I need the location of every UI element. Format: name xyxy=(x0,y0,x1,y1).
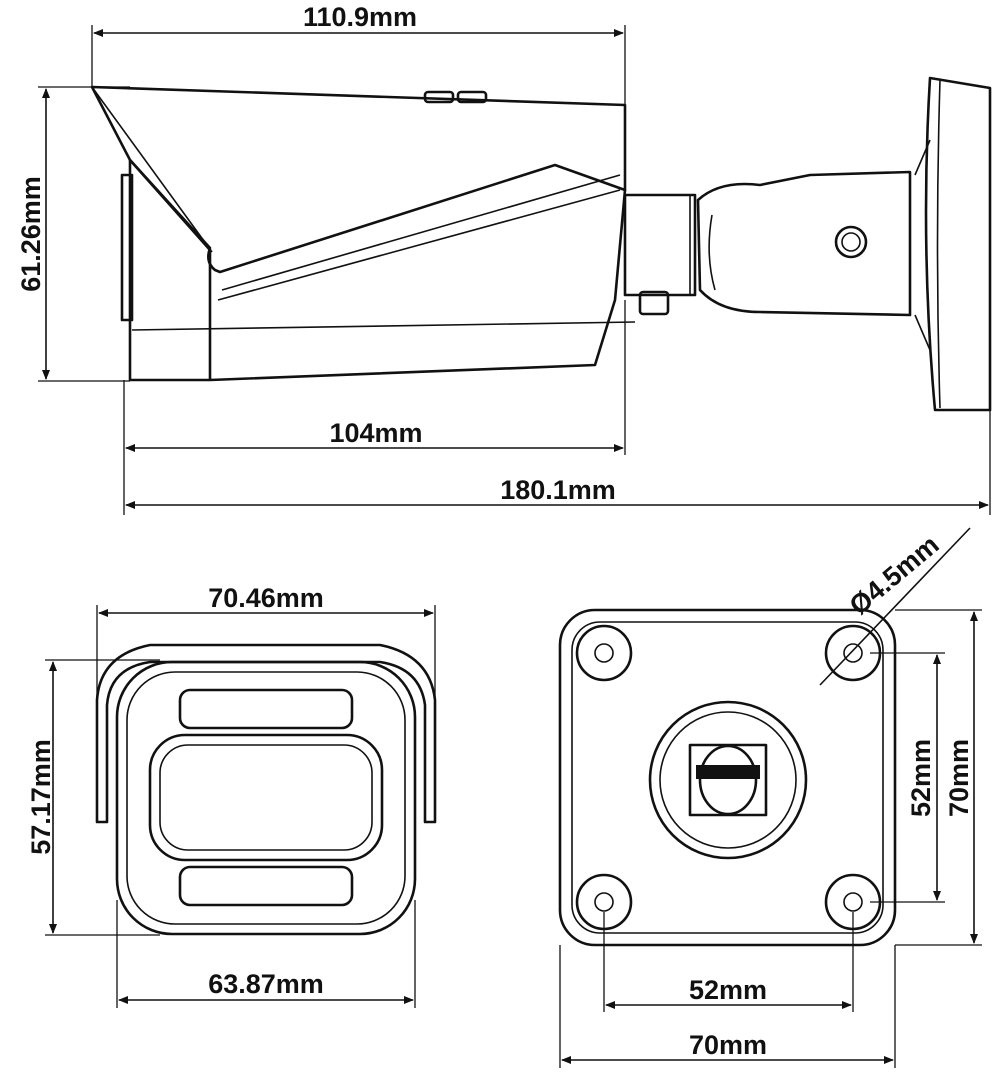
ball-joint xyxy=(696,170,912,317)
lens-window xyxy=(148,733,384,862)
front-lip xyxy=(120,173,134,322)
ir-window-top xyxy=(178,688,354,730)
dim-label-hole-spacing-horizontal: 52mm xyxy=(689,975,767,1005)
dim-label-height: 61.26mm xyxy=(16,176,46,292)
dim-label-front-width-top: 70.46mm xyxy=(208,583,324,613)
side-view: 110.9mm 61.26mm 104mm 180.1mm xyxy=(16,2,992,515)
housing-crease-1 xyxy=(217,189,621,301)
dim-label-hole-spacing-vertical: 52mm xyxy=(906,739,936,817)
dim-label-total-length: 180.1mm xyxy=(500,475,616,505)
dim-label-body-length: 104mm xyxy=(329,418,422,448)
top-bump-right xyxy=(456,90,488,104)
front-housing xyxy=(115,660,417,936)
wall-plate-edge xyxy=(936,79,941,409)
center-joint-bar xyxy=(696,765,760,779)
center-joint-knob xyxy=(698,744,758,816)
wall-plate xyxy=(924,76,992,412)
joint-curve xyxy=(708,214,716,291)
neck xyxy=(623,193,697,297)
dim-label-front-height: 57.17mm xyxy=(26,739,56,855)
housing-seam xyxy=(131,321,636,331)
screw-inner xyxy=(841,232,861,252)
dim-label-front-width-bottom: 63.87mm xyxy=(208,969,324,999)
housing-crease-2 xyxy=(221,174,621,291)
center-joint-ring xyxy=(659,711,797,849)
front-housing-inner xyxy=(126,671,406,925)
dim-label-base-width: 70mm xyxy=(689,1030,767,1060)
ir-window-bottom xyxy=(178,865,354,907)
neck-clip xyxy=(638,290,670,316)
dim-label-base-height: 70mm xyxy=(944,739,974,817)
front-sun-shield xyxy=(95,643,437,824)
top-bump-left xyxy=(423,90,455,104)
lens-window-inner xyxy=(159,744,373,851)
center-joint-bracket xyxy=(688,743,768,817)
camera-housing xyxy=(128,158,627,382)
center-joint-outer xyxy=(648,700,808,860)
mount-view: Ø4.5mm 52mm 70mm 52mm 70mm xyxy=(558,527,982,1068)
mount-base-plate-inner xyxy=(571,621,884,934)
dim-label-length-top: 110.9mm xyxy=(303,2,417,32)
front-view: 70.46mm 57.17mm 63.87mm xyxy=(26,583,437,1008)
mount-hole-top-left xyxy=(575,624,633,682)
screw-head xyxy=(834,225,868,259)
shield-edge-line xyxy=(91,86,213,253)
wall-plate-ribs xyxy=(914,139,931,351)
sun-shield xyxy=(90,85,627,274)
hole-diameter-leader xyxy=(819,527,971,686)
